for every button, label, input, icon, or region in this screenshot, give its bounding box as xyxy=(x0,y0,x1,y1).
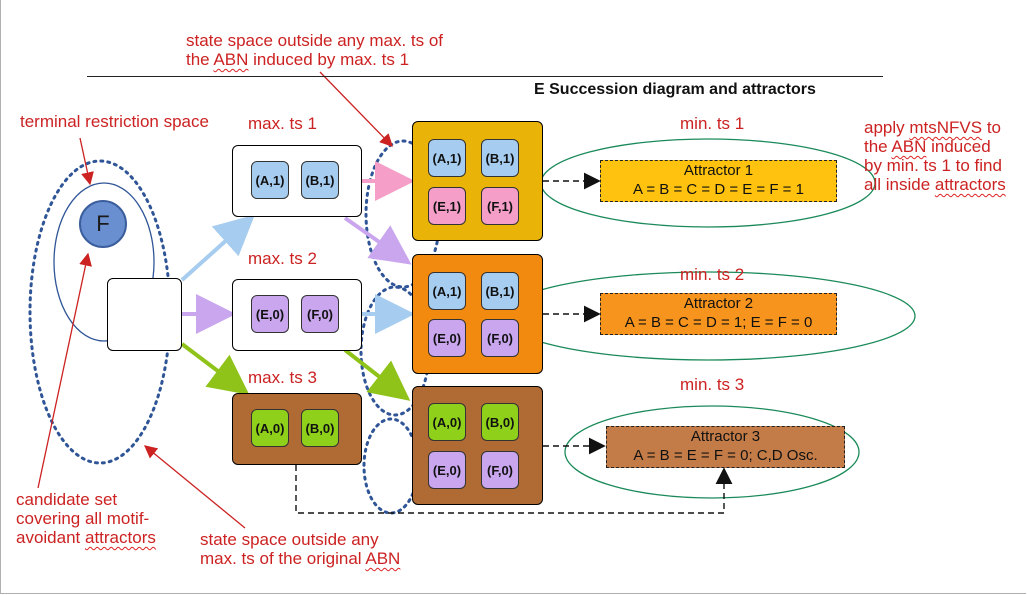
annotation-text: ABN xyxy=(213,50,249,69)
annotation-text: induced by max. ts 1 xyxy=(248,50,410,69)
terminal-restriction-ellipse xyxy=(53,182,155,342)
annotation-text: to xyxy=(982,118,1002,137)
attractor-3-box[interactable]: Attractor 3 A = B = E = F = 0; C,D Osc. xyxy=(606,426,845,468)
annotation-bottom: state space outside any max. ts of the o… xyxy=(200,530,400,568)
node-f[interactable]: F xyxy=(79,200,127,248)
annotation-text: avoidant attractors xyxy=(16,528,156,547)
label-min-ts-3: min. ts 3 xyxy=(680,375,745,394)
arrow-root-to-max1 xyxy=(180,214,255,282)
arrow-terminal-annotation xyxy=(79,137,94,186)
arrow-bottom-annotation xyxy=(143,445,246,529)
min-ts-1-node-a[interactable]: (A,1) xyxy=(428,139,466,177)
annotation-terminal: terminal restriction space xyxy=(20,112,209,131)
annotation-candidate: candidate set covering all motif- avoida… xyxy=(16,490,156,547)
annotation-top-line1: state space outside any max. ts of xyxy=(186,31,444,50)
min-ts-2-node-e[interactable]: (E,0) xyxy=(428,319,466,357)
annotation-text: all inside xyxy=(864,175,935,194)
annotation-text: ABN xyxy=(891,137,927,156)
annotation-text: apply mtsNFVS to xyxy=(864,118,1006,137)
annotation-text: max. ts of the original ABN xyxy=(200,549,400,568)
annotation-text: the xyxy=(186,50,214,69)
annotation-top: state space outside any max. ts of the A… xyxy=(186,31,443,69)
label-min-ts-1: min. ts 1 xyxy=(680,114,745,133)
annotation-text: induced xyxy=(926,137,991,156)
min-ts-2-node-b[interactable]: (B,1) xyxy=(481,272,519,310)
min-ts-1-node-e[interactable]: (E,1) xyxy=(428,187,466,225)
attractor-2-title: Attractor 2 xyxy=(683,295,754,312)
min-ts-2-node-a[interactable]: (A,1) xyxy=(428,272,466,310)
attractor-1-formula: A = B = C = D = E = F = 1 xyxy=(633,181,804,198)
annotation-text: apply xyxy=(864,118,910,137)
min-ts-3-node-f[interactable]: (F,0) xyxy=(481,451,519,489)
arrow-candidate-annotation xyxy=(37,252,92,489)
min-ts-1-node-b[interactable]: (B,1) xyxy=(481,139,519,177)
min-ts-3-node-b[interactable]: (B,0) xyxy=(481,403,519,441)
label-max-ts-2: max. ts 2 xyxy=(248,249,317,268)
annotation-text: all inside attractors xyxy=(864,175,1006,194)
section-heading: E Succession diagram and attractors xyxy=(534,81,816,98)
max-ts-1-node-b[interactable]: (B,1) xyxy=(301,161,339,199)
annotation-text: attractors xyxy=(85,528,156,547)
annotation-top-line2: the ABN induced by max. ts 1 xyxy=(186,50,443,69)
annotation-text: mtsNFVS xyxy=(909,118,983,137)
min-ts-2-node-f[interactable]: (F,0) xyxy=(481,319,519,357)
root-state-box[interactable] xyxy=(107,278,182,351)
max-ts-3-node-b[interactable]: (B,0) xyxy=(301,409,339,447)
attractor-1-title: Attractor 1 xyxy=(683,162,754,179)
label-min-ts-2: min. ts 2 xyxy=(680,265,745,284)
max-ts-3-node-a[interactable]: (A,0) xyxy=(251,409,289,447)
annotation-text: ABN xyxy=(365,549,401,568)
max-ts-2-node-e[interactable]: (E,0) xyxy=(251,295,289,333)
annotation-text: max. ts of the original xyxy=(200,549,366,568)
heading-rule xyxy=(87,76,883,77)
attractor-2-formula: A = B = C = D = 1; E = F = 0 xyxy=(624,314,813,331)
annotation-right: apply mtsNFVS to the ABN induced by min.… xyxy=(864,118,1006,194)
dashed-arrow-4 xyxy=(295,465,733,514)
annotation-text: covering all motif- xyxy=(16,509,150,528)
label-max-ts-3: max. ts 3 xyxy=(248,368,317,387)
arrow-root-to-max3 xyxy=(180,342,250,395)
annotation-text: the ABN induced xyxy=(864,137,1006,156)
annotation-text: attractors xyxy=(934,175,1006,194)
annotation-text: the xyxy=(864,137,892,156)
attractor-2-box[interactable]: Attractor 2 A = B = C = D = 1; E = F = 0 xyxy=(600,293,837,335)
attractor-1-box[interactable]: Attractor 1 A = B = C = D = E = F = 1 xyxy=(600,160,837,202)
max-ts-2-node-f[interactable]: (F,0) xyxy=(301,295,339,333)
annotation-text: by min. ts 1 to find xyxy=(864,156,1002,175)
green-ellipse-3 xyxy=(564,405,860,499)
min-ts-3-node-a[interactable]: (A,0) xyxy=(428,403,466,441)
arrow-top-annotation xyxy=(319,71,393,147)
min-ts-1-node-f[interactable]: (F,1) xyxy=(481,187,519,225)
attractor-3-formula: A = B = E = F = 0; C,D Osc. xyxy=(633,447,818,464)
annotation-text: candidate set xyxy=(16,490,118,509)
label-max-ts-1: max. ts 1 xyxy=(248,114,317,133)
dotted-ellipse-3 xyxy=(362,417,420,515)
min-ts-3-node-e[interactable]: (E,0) xyxy=(428,451,466,489)
attractor-3-title: Attractor 3 xyxy=(690,428,761,445)
arrow-max2-to-min3 xyxy=(343,348,411,401)
max-ts-1-node-a[interactable]: (A,1) xyxy=(251,161,289,199)
annotation-text: state space outside any xyxy=(200,530,379,549)
annotation-text: avoidant xyxy=(16,528,85,547)
arrow-max1-to-min2 xyxy=(343,216,412,265)
